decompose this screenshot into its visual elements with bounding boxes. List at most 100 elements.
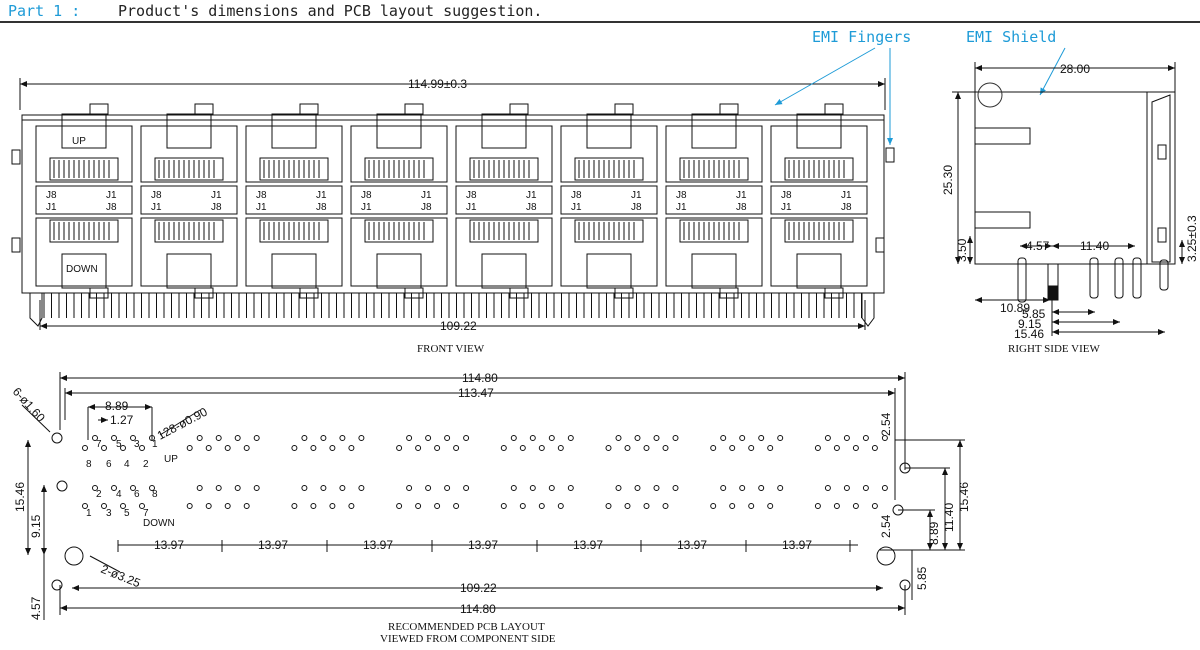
signal-hole (814, 503, 821, 509)
jack-pin-label: J8 (571, 190, 582, 201)
pcb-dim-915-left: 9.15 (29, 514, 43, 538)
signal-hole (710, 445, 717, 451)
signal-hole (767, 503, 774, 509)
front-peg-right (861, 293, 875, 327)
signal-hole (396, 445, 403, 451)
pin-num: 7 (96, 439, 102, 450)
side-dim-1089: 10.89 (1000, 301, 1030, 315)
signal-hole (881, 485, 888, 491)
signal-hole (243, 445, 250, 451)
jack-pin-label: J8 (151, 190, 162, 201)
side-dim-585: 5.85 (1022, 307, 1046, 321)
pcb-dim-10922: 109.22 (460, 581, 497, 595)
signal-hole (643, 445, 650, 451)
jack-pin-label: J8 (106, 202, 117, 213)
front-view-caption: FRONT VIEW (417, 343, 485, 355)
jack-pin-label: J1 (841, 190, 852, 201)
pin-num: 3 (134, 439, 140, 450)
jack-pin-label: J1 (631, 190, 642, 201)
jack-pin-label: J1 (46, 202, 57, 213)
jack-pin-label: J1 (571, 202, 582, 213)
signal-hole (758, 435, 765, 441)
jack-pin-label: J1 (361, 202, 372, 213)
front-up-label: UP (72, 136, 86, 147)
pcb-dim-11480-top: 114.80 (462, 371, 498, 385)
signal-hole (605, 445, 612, 451)
signal-hole (672, 485, 679, 491)
side-view-caption: RIGHT SIDE VIEW (1008, 343, 1100, 355)
pcb-dim-1546-right: 15.46 (957, 482, 971, 512)
jack-pin-label: J1 (676, 202, 687, 213)
signal-hole (624, 503, 631, 509)
part-title: Product's dimensions and PCB layout sugg… (118, 2, 543, 20)
side-dim-1140: 11.40 (1080, 239, 1109, 253)
pin-num: 5 (116, 439, 122, 450)
signal-hole (767, 445, 774, 451)
signal-hole (82, 445, 88, 451)
signal-hole (396, 503, 403, 509)
signal-hole (624, 445, 631, 451)
signal-hole (662, 503, 669, 509)
header-rule (0, 21, 1200, 23)
jack-pin-label: J8 (781, 190, 792, 201)
signal-hole (205, 445, 212, 451)
signal-hole (234, 485, 241, 491)
signal-hole (139, 445, 145, 451)
signal-hole (111, 485, 117, 491)
pin-num: 4 (124, 459, 130, 470)
signal-hole (862, 435, 869, 441)
signal-hole (130, 485, 136, 491)
signal-hole (196, 435, 203, 441)
jack-pin-label: J1 (211, 190, 222, 201)
pcb-dim-1397: 13.97 (677, 538, 707, 552)
signal-hole (643, 503, 650, 509)
pin-num: 4 (116, 489, 122, 500)
signal-hole (739, 435, 746, 441)
signal-hole (320, 435, 327, 441)
front-down-label: DOWN (66, 264, 98, 275)
mounting-hole-large (64, 546, 84, 566)
signal-hole (548, 485, 555, 491)
pin-num: 3 (106, 508, 112, 519)
signal-hole (111, 435, 117, 441)
signal-hole (253, 485, 260, 491)
page-header: Part 1 : Product's dimensions and PCB la… (0, 0, 1200, 24)
signal-hole (510, 435, 517, 441)
peg-hole (51, 579, 63, 591)
pcb-dim-254-top: 2.54 (879, 412, 893, 436)
pcb-dim-889: 8.89 (105, 399, 129, 413)
pcb-up-label: UP (164, 454, 178, 465)
signal-hole (444, 435, 451, 441)
signal-hole (748, 503, 755, 509)
signal-hole (862, 485, 869, 491)
emi-fingers-label: EMI Fingers (812, 28, 911, 46)
signal-hole (567, 485, 574, 491)
signal-hole (463, 485, 470, 491)
signal-hole (434, 503, 441, 509)
side-dim-457: 4.57 (1026, 239, 1050, 253)
jack-pin-label: J8 (211, 202, 222, 213)
signal-hole (101, 445, 107, 451)
right-side-view (952, 62, 1185, 336)
signal-hole (415, 445, 422, 451)
pcb-down-label: DOWN (143, 518, 175, 529)
signal-hole (500, 445, 507, 451)
jack-pin-label: J8 (841, 202, 852, 213)
pcb-dim-1397: 13.97 (258, 538, 288, 552)
signal-hole (101, 503, 107, 509)
pcb-dim-11347: 113.47 (458, 386, 494, 400)
signal-hole (653, 435, 660, 441)
jack-pin-label: J1 (151, 202, 162, 213)
signal-hole (881, 435, 888, 441)
signal-hole (120, 503, 126, 509)
signal-hole (320, 485, 327, 491)
jack-pin-label: J8 (466, 190, 477, 201)
signal-hole (92, 435, 98, 441)
